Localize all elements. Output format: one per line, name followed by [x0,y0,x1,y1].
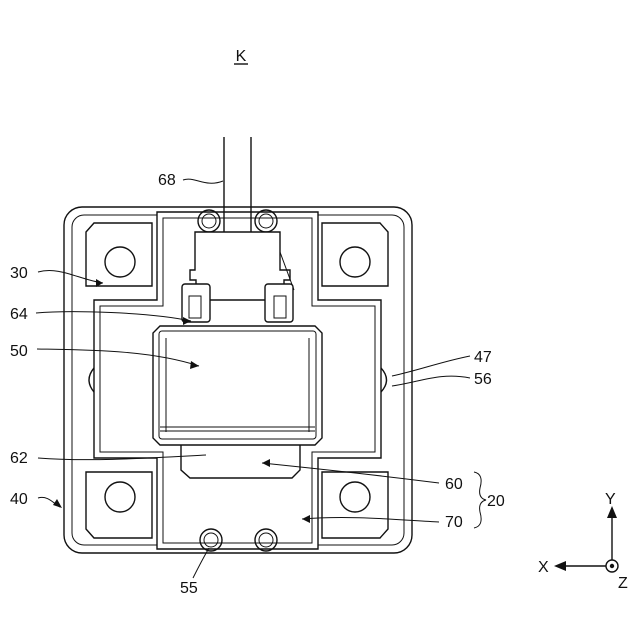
label-60: 60 [445,476,463,493]
label-55: 55 [180,580,198,597]
axis-z-label: Z [618,575,628,592]
axis-x-label: X [538,559,549,576]
label-30: 30 [10,265,28,282]
label-47: 47 [474,349,492,366]
label-56: 56 [474,371,492,388]
label-70: 70 [445,514,463,531]
side-notch-left [89,368,94,392]
mounting-hole-bl [105,482,135,512]
side-notch-right [381,368,387,392]
mounting-hole-br [340,482,370,512]
mounting-hole-tl [105,247,135,277]
axes-indicator: Y X Z [538,491,628,592]
label-68: 68 [158,172,176,189]
label-50: 50 [10,343,28,360]
mounting-hole-tr [340,247,370,277]
label-20: 20 [487,493,505,510]
label-64: 64 [10,306,28,323]
label-62: 62 [10,450,28,467]
label-40: 40 [10,491,28,508]
module-50 [153,326,322,445]
x-axis-arrow-icon [554,561,566,571]
axis-y-label: Y [605,491,616,508]
figure-title: K [236,48,247,65]
